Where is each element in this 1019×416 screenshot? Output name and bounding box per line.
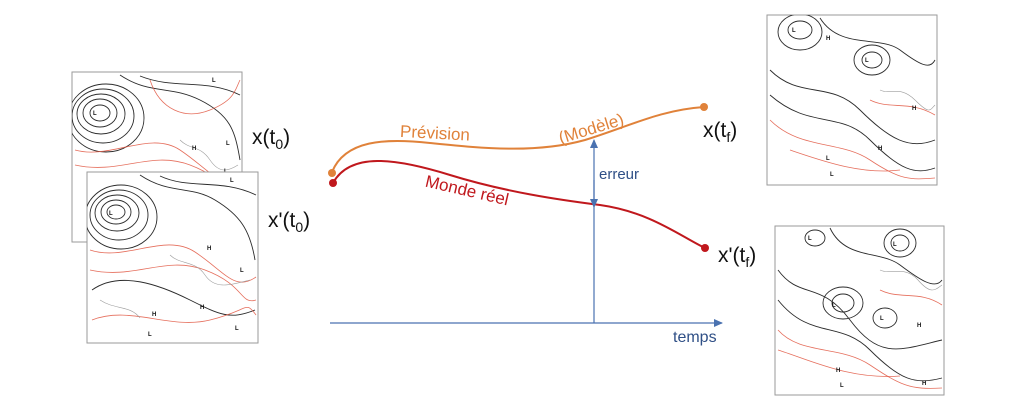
label-prevision: Prévision [400,122,471,145]
real-trajectory [332,160,706,249]
label-modele: (Modèle) [556,110,626,148]
forecast-trajectory [331,106,705,173]
pressure-low-label: L [880,316,884,322]
label-x-t0: x(t0) [252,126,290,152]
pressure-high-label: H [878,146,882,152]
label-xprime-t0: x'(t0) [268,209,310,235]
label-xprime-tf: x'(tf) [718,244,756,270]
pressure-low-label: L [830,172,834,178]
pressure-low-label: L [832,303,836,309]
pressure-low-label: L [240,268,244,274]
pressure-low-label: L [893,242,897,248]
forecast-end-point [700,103,708,111]
pressure-high-label: H [922,381,926,387]
pressure-low-label: L [235,326,239,332]
pressure-low-label: L [808,236,812,242]
pressure-high-label: H [917,323,921,329]
real-start-point [329,179,337,187]
pressure-high-label: H [912,106,916,112]
pressure-low-label: L [226,141,230,147]
pressure-low-label: L [212,78,216,84]
pressure-low-label: L [148,332,152,338]
pressure-high-label: H [200,305,204,311]
pressure-low-label: L [109,211,113,217]
pressure-low-label: L [840,383,844,389]
real-end-point [701,244,709,252]
label-erreur: erreur [599,166,639,183]
label-temps: temps [673,329,717,346]
pressure-low-label: L [826,156,830,162]
pressure-high-label: H [826,36,830,42]
pressure-low-label: L [93,111,97,117]
label-x-tf: x(tf) [703,119,737,145]
weather-map-tf-forecast: L H L H H L L [766,14,938,186]
label-monde-reel: Monde réel [423,172,510,210]
weather-map-t0-real: L L H L H H L L [86,171,259,344]
forecast-start-point [328,169,336,177]
pressure-high-label: H [152,312,156,318]
pressure-high-label: H [836,368,840,374]
pressure-low-label: L [792,28,796,34]
pressure-high-label: H [192,146,196,152]
pressure-high-label: H [207,246,211,252]
weather-map-tf-real: L L L L H H L H [774,225,945,396]
pressure-low-label: L [865,58,869,64]
pressure-low-label: L [230,178,234,184]
